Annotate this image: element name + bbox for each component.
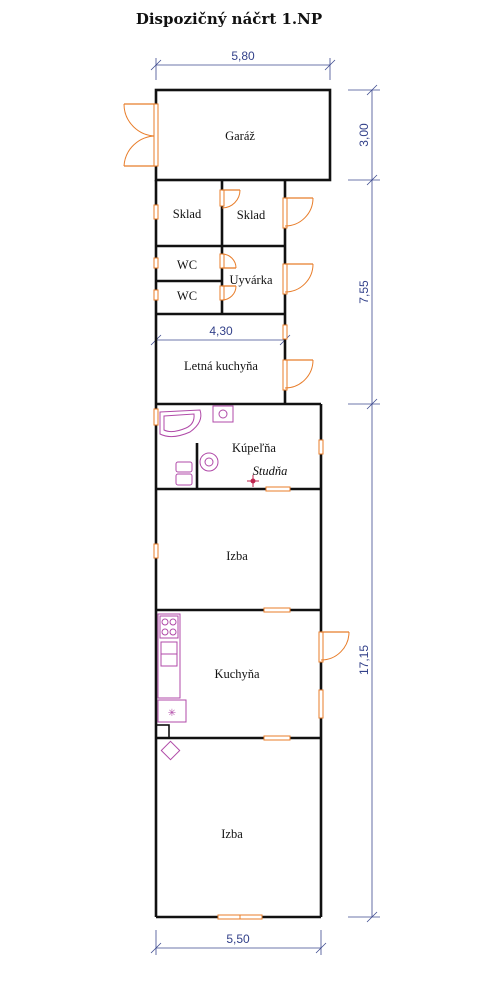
window-kitchen-bottom bbox=[263, 735, 291, 741]
stove-icon bbox=[159, 615, 179, 639]
dimension-lines bbox=[150, 58, 380, 955]
room-label-wc-1: WC bbox=[177, 258, 197, 272]
room-label-well: Studňa bbox=[253, 464, 288, 478]
room-label-bathroom: Kúpeľňa bbox=[232, 441, 276, 455]
door-sklad-exterior bbox=[282, 197, 314, 229]
window-wc-2 bbox=[153, 289, 159, 301]
tile-stove-icon bbox=[160, 740, 181, 761]
plan-title: Dispozičný náčrt 1.NP bbox=[136, 10, 322, 28]
doors bbox=[123, 103, 350, 663]
room-label-utility: Uyvárka bbox=[229, 273, 272, 287]
room-label-room-2: Izba bbox=[221, 827, 243, 841]
garage-door bbox=[123, 103, 159, 167]
toilet-icon bbox=[175, 461, 193, 473]
room-label-garage: Garáž bbox=[225, 129, 255, 143]
door-uyvarka-exterior bbox=[282, 263, 314, 295]
window-sklad bbox=[153, 204, 159, 220]
window-bath-right bbox=[318, 439, 324, 455]
window-bath-left bbox=[153, 408, 159, 426]
dim-right-1: 3,00 bbox=[357, 123, 371, 147]
window-uyvarka bbox=[282, 324, 288, 340]
svg-text:✳: ✳ bbox=[168, 708, 176, 719]
windows bbox=[153, 204, 324, 920]
wc-door-1 bbox=[219, 253, 237, 269]
dim-right-2: 7,55 bbox=[357, 280, 371, 304]
kitchen-fixtures: ✳ bbox=[157, 613, 187, 723]
bathroom-fixtures bbox=[159, 405, 259, 487]
room-label-storage-2: Sklad bbox=[237, 208, 266, 222]
wc-door-2 bbox=[219, 285, 237, 301]
room-label-room-1: Izba bbox=[226, 549, 248, 563]
room-label-wc-2: WC bbox=[177, 289, 197, 303]
window-wc-1 bbox=[153, 257, 159, 269]
window-bath-bottom bbox=[265, 486, 291, 492]
dim-right-3: 17,15 bbox=[357, 645, 371, 675]
sklad-door bbox=[219, 189, 241, 209]
dim-top-width: 5,80 bbox=[231, 49, 255, 63]
room-label-storage-1: Sklad bbox=[173, 207, 202, 221]
room-label-summer-kitchen: Letná kuchyňa bbox=[184, 359, 258, 373]
window-izba-1-bottom bbox=[263, 607, 291, 613]
window-kitchen-right bbox=[318, 689, 324, 719]
window-izba-1 bbox=[153, 543, 159, 559]
door-letna-kuchyna-exterior bbox=[282, 359, 314, 391]
dim-inner-width: 4,30 bbox=[209, 324, 233, 338]
dim-bottom-width: 5,50 bbox=[226, 932, 250, 946]
oven-icon bbox=[157, 699, 187, 723]
door-kitchen-exterior bbox=[318, 631, 350, 663]
room-label-kitchen: Kuchyňa bbox=[214, 667, 260, 681]
